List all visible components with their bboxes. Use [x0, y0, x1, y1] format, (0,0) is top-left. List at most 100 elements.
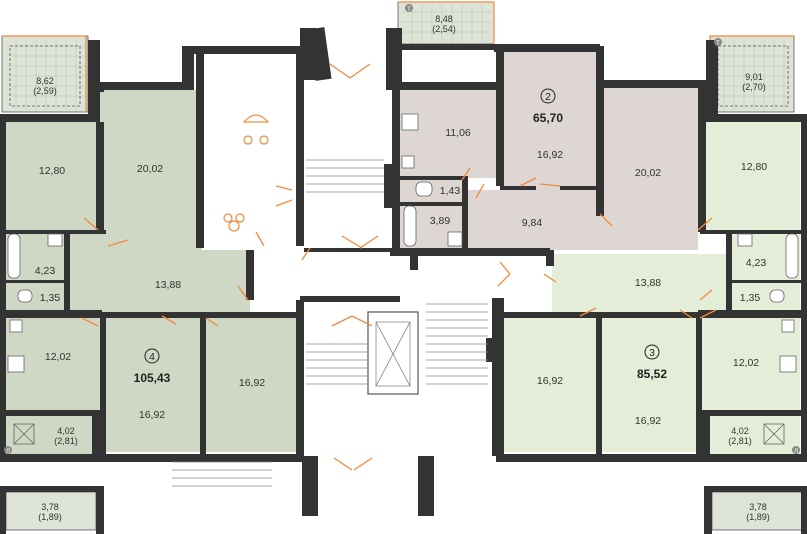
apt2-number: 2	[545, 92, 551, 103]
label-a2-balcony: 8,48	[435, 14, 453, 24]
walls	[0, 27, 807, 534]
stove	[779, 355, 797, 373]
label-a4-bedroom: 12,80	[39, 165, 65, 177]
apt4-number-circle	[144, 348, 160, 364]
toilet	[769, 289, 785, 303]
sink	[447, 231, 463, 247]
door-swings	[81, 63, 717, 471]
label-a3-room2: 16,92	[635, 415, 661, 427]
left-bottom-balcony[interactable]	[5, 491, 97, 531]
toilet	[415, 181, 433, 197]
loggia-boxes	[13, 423, 785, 445]
label-a4-room2: 16,92	[239, 377, 265, 389]
label-a2-hall: 9,84	[522, 217, 543, 229]
balcony-marker-text: Т	[407, 7, 411, 13]
label-a4-loggia: 4,02	[57, 426, 75, 436]
label-a4-balcony-sub: (2,59)	[33, 86, 57, 96]
label-a2-kitchen: 11,06	[445, 127, 471, 139]
balcony-marker-icon	[714, 38, 722, 46]
label-a2-living: 20,02	[635, 167, 661, 179]
apt4-loggia[interactable]	[6, 416, 96, 454]
label-a4-loggia-sub: (2,81)	[54, 436, 78, 446]
label-a4-balcony: 8,62	[36, 76, 54, 86]
sink	[9, 319, 23, 333]
label-a4-room: 16,92	[139, 409, 165, 421]
apt2-room[interactable]	[500, 52, 598, 190]
bathtub	[7, 233, 21, 279]
label-a3-balcony-sub: (2,70)	[742, 82, 766, 92]
apt3-badge: 3 85,52	[637, 344, 667, 381]
label-a2-room: 16,92	[537, 149, 563, 161]
apt2-living[interactable]	[600, 86, 698, 250]
apt3-room[interactable]	[500, 316, 596, 452]
loggia-marker-text: Л	[794, 449, 798, 455]
label-a3-bedroom: 12,80	[741, 161, 767, 173]
label-a3-hall: 13,88	[635, 277, 661, 289]
label-a2-balcony-sub: (2,54)	[432, 24, 456, 34]
label-a4-living: 20,02	[137, 163, 163, 175]
stove	[7, 355, 25, 373]
apt4-room[interactable]	[104, 316, 200, 452]
sink	[781, 319, 795, 333]
apt2-hall[interactable]	[466, 190, 600, 250]
loggia-marker-icon	[4, 446, 12, 454]
apt4-wc[interactable]	[6, 282, 68, 312]
apt2-badge: 2 65,70	[533, 88, 563, 125]
sink	[737, 233, 753, 247]
apt4-number: 4	[149, 352, 155, 363]
label-a4-bath: 4,23	[35, 265, 56, 277]
toilet	[17, 289, 33, 303]
stove	[401, 113, 419, 131]
apt4-room2[interactable]	[204, 316, 300, 452]
apt2-number-circle	[540, 88, 556, 104]
plant-icon	[223, 213, 245, 232]
apt4-hall[interactable]	[68, 232, 250, 312]
apt3-bedroom[interactable]	[702, 122, 800, 232]
balcony-marker-icon	[405, 4, 413, 12]
label-right-bottom-balcony: 3,78	[749, 502, 767, 512]
bathtub	[785, 233, 799, 279]
sink	[401, 155, 415, 169]
balcony-marker-text: Т	[716, 41, 720, 47]
label-left-bottom-balcony-sub: (1,89)	[38, 512, 62, 522]
apt3-number-circle	[644, 344, 660, 360]
label-a3-wc: 1,35	[740, 292, 761, 304]
apt2-wc[interactable]	[400, 178, 466, 202]
label-a2-wc: 1,43	[440, 185, 461, 197]
label-right-bottom-balcony-sub: (1,89)	[746, 512, 770, 522]
label-a3-bath: 4,23	[746, 257, 767, 269]
apt4-balcony[interactable]	[1, 35, 89, 113]
apt2-kitchen[interactable]	[400, 90, 500, 178]
label-a3-balcony: 9,01	[745, 72, 763, 82]
apt3-loggia[interactable]	[706, 416, 800, 454]
apt4-badge: 4 105,43	[134, 348, 171, 385]
label-a4-kitchen: 12,02	[45, 351, 71, 363]
label-left-bottom-balcony: 3,78	[41, 502, 59, 512]
sink	[47, 233, 63, 247]
fixtures	[7, 113, 799, 373]
apt3-area: 85,52	[637, 367, 667, 381]
apt4-living[interactable]	[100, 90, 202, 250]
apt4-bedroom[interactable]	[6, 122, 100, 232]
stairs	[172, 159, 488, 487]
label-a2-bath: 3,89	[430, 215, 451, 227]
label-a3-room: 16,92	[537, 375, 563, 387]
stroller-icon	[242, 114, 270, 145]
bathtub	[403, 205, 417, 247]
apt4-area: 105,43	[134, 371, 171, 385]
apt2-area: 65,70	[533, 111, 563, 125]
label-a4-wc: 1,35	[40, 292, 61, 304]
loggia-marker-icon	[792, 446, 800, 454]
loggia-marker-text: Л	[6, 449, 10, 455]
apt3-room2[interactable]	[600, 316, 696, 452]
label-a3-loggia: 4,02	[731, 426, 749, 436]
apt3-number: 3	[649, 348, 655, 359]
markers: Т Т Л Л	[4, 4, 800, 455]
label-a4-hall: 13,88	[155, 279, 181, 291]
apt3-wc[interactable]	[730, 282, 800, 312]
apt3-hall[interactable]	[552, 254, 730, 312]
room-labels: 8,62 (2,59) 12,80 20,02 4,23 1,35 13,88 …	[33, 14, 770, 522]
label-a3-kitchen: 12,02	[733, 357, 759, 369]
label-a3-loggia-sub: (2,81)	[728, 436, 752, 446]
